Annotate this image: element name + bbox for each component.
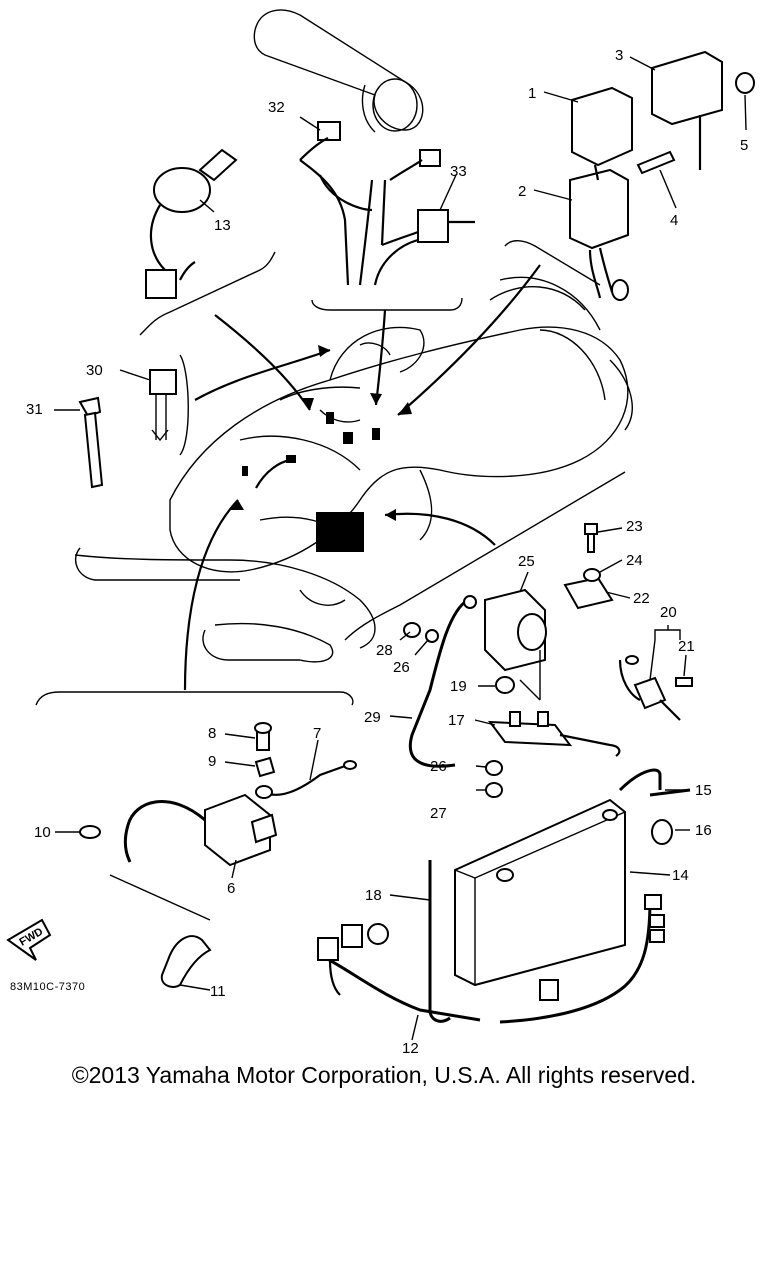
group-brackets (35, 240, 626, 706)
callout-14: 14 (672, 867, 689, 884)
callout-21: 21 (678, 638, 695, 655)
drawing-code: 83M10C-7370 (10, 981, 85, 993)
cdi-parts-1-5 (569, 50, 755, 301)
callout-19: 19 (450, 678, 467, 695)
callout-28: 28 (376, 642, 393, 659)
callout-7: 7 (313, 725, 321, 742)
callout-32: 32 (268, 99, 285, 116)
callout-17: 17 (448, 712, 465, 729)
cable-strap-part-31 (78, 396, 104, 489)
callout-16: 16 (695, 822, 712, 839)
callout-5: 5 (740, 137, 748, 154)
callout-30: 30 (86, 362, 103, 379)
callout-11: 11 (210, 983, 226, 1000)
callout-13: 13 (214, 217, 231, 234)
callout-15: 15 (695, 782, 712, 799)
callout-23: 23 (626, 518, 643, 535)
callout-8: 8 (208, 725, 216, 742)
relay-part-30 (149, 369, 177, 442)
handlebar-grip (253, 9, 424, 133)
callout-26b: 26 (430, 758, 447, 775)
snowmobile-outline (74, 276, 633, 663)
main-switch-part-13 (145, 148, 238, 299)
callout-leaders (54, 56, 747, 1041)
callout-27: 27 (430, 805, 447, 822)
callout-20: 20 (660, 604, 677, 621)
ignition-coil-parts-6-11 (6, 722, 357, 988)
callout-29: 29 (364, 709, 381, 726)
harness-parts-32-33 (299, 121, 475, 286)
callout-33: 33 (450, 163, 467, 180)
callout-4: 4 (670, 212, 678, 229)
parts-diagram: 1 2 3 4 5 6 7 8 9 10 11 12 13 14 15 16 1… (6, 9, 755, 1057)
callout-6: 6 (227, 880, 235, 897)
callout-26a: 26 (393, 659, 410, 676)
callout-12: 12 (402, 1040, 419, 1057)
callout-31: 31 (26, 401, 43, 418)
callout-9: 9 (208, 753, 216, 770)
callout-24: 24 (626, 552, 643, 569)
callout-22: 22 (633, 590, 650, 607)
callout-10: 10 (34, 824, 51, 841)
callout-2: 2 (518, 183, 526, 200)
callout-1: 1 (528, 85, 536, 102)
callout-3: 3 (615, 47, 623, 64)
callout-18: 18 (365, 887, 382, 904)
callout-labels: 1 2 3 4 5 6 7 8 9 10 11 12 13 14 15 16 1… (26, 47, 748, 1057)
battery-group (317, 523, 693, 1024)
copyright-notice: ©2013 Yamaha Motor Corporation, U.S.A. A… (71, 1062, 697, 1088)
callout-25: 25 (518, 553, 535, 570)
